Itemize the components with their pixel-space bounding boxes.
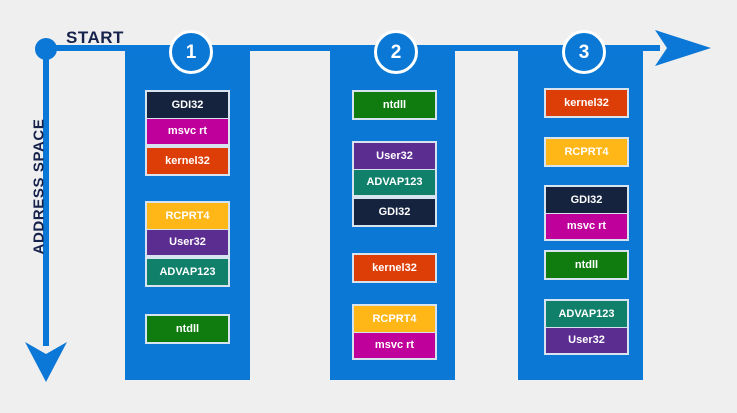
module-block: User32 — [147, 229, 228, 255]
arrow-down-icon — [25, 338, 67, 382]
module-block: msvc rt — [546, 213, 627, 239]
module-group: ntdll — [145, 314, 230, 344]
module-block: RCPRT4 — [354, 306, 435, 332]
address-space-axis-line — [43, 48, 49, 346]
module-block: kernel32 — [354, 255, 435, 281]
module-block: GDI32 — [147, 92, 228, 118]
address-space-column-2: ntdll User32 ADVAP123 GDI32 kernel32 RCP… — [330, 51, 455, 380]
step-badge-1: 1 — [169, 30, 213, 74]
module-block: kernel32 — [147, 148, 228, 174]
module-group: RCPRT4 User32 — [145, 201, 230, 257]
module-group: RCPRT4 — [544, 137, 629, 167]
module-group: GDI32 msvc rt — [145, 90, 230, 146]
start-label: START — [66, 28, 124, 47]
module-block: GDI32 — [354, 199, 435, 225]
module-block: User32 — [354, 143, 435, 169]
module-block: ADVAP123 — [546, 301, 627, 327]
module-block: ntdll — [354, 92, 435, 118]
step-badge-3: 3 — [562, 30, 606, 74]
timeline-axis-line — [46, 45, 660, 51]
module-block: ADVAP123 — [147, 259, 228, 285]
module-group: ADVAP123 — [145, 257, 230, 287]
module-block: GDI32 — [546, 187, 627, 213]
step-badge-2: 2 — [374, 30, 418, 74]
module-block: ntdll — [147, 316, 228, 342]
module-block: RCPRT4 — [546, 139, 627, 165]
module-block: msvc rt — [354, 332, 435, 358]
module-group: kernel32 — [145, 146, 230, 176]
module-group: GDI32 — [352, 197, 437, 227]
module-group: GDI32 msvc rt — [544, 185, 629, 241]
module-group: ADVAP123 User32 — [544, 299, 629, 355]
module-group: User32 ADVAP123 — [352, 141, 437, 197]
address-space-column-3: kernel32 RCPRT4 GDI32 msvc rt ntdll ADVA… — [518, 51, 643, 380]
module-group: kernel32 — [352, 253, 437, 283]
module-block: RCPRT4 — [147, 203, 228, 229]
module-block: kernel32 — [546, 90, 627, 116]
module-group: ntdll — [544, 250, 629, 280]
address-space-column-1: GDI32 msvc rt kernel32 RCPRT4 User32 ADV… — [125, 51, 250, 380]
module-block: ntdll — [546, 252, 627, 278]
module-group: RCPRT4 msvc rt — [352, 304, 437, 360]
module-group: ntdll — [352, 90, 437, 120]
module-block: User32 — [546, 327, 627, 353]
module-group: kernel32 — [544, 88, 629, 118]
address-space-label: ADDRESS SPACE — [30, 118, 48, 255]
module-block: msvc rt — [147, 118, 228, 144]
arrow-right-icon — [655, 30, 711, 66]
module-block: ADVAP123 — [354, 169, 435, 195]
